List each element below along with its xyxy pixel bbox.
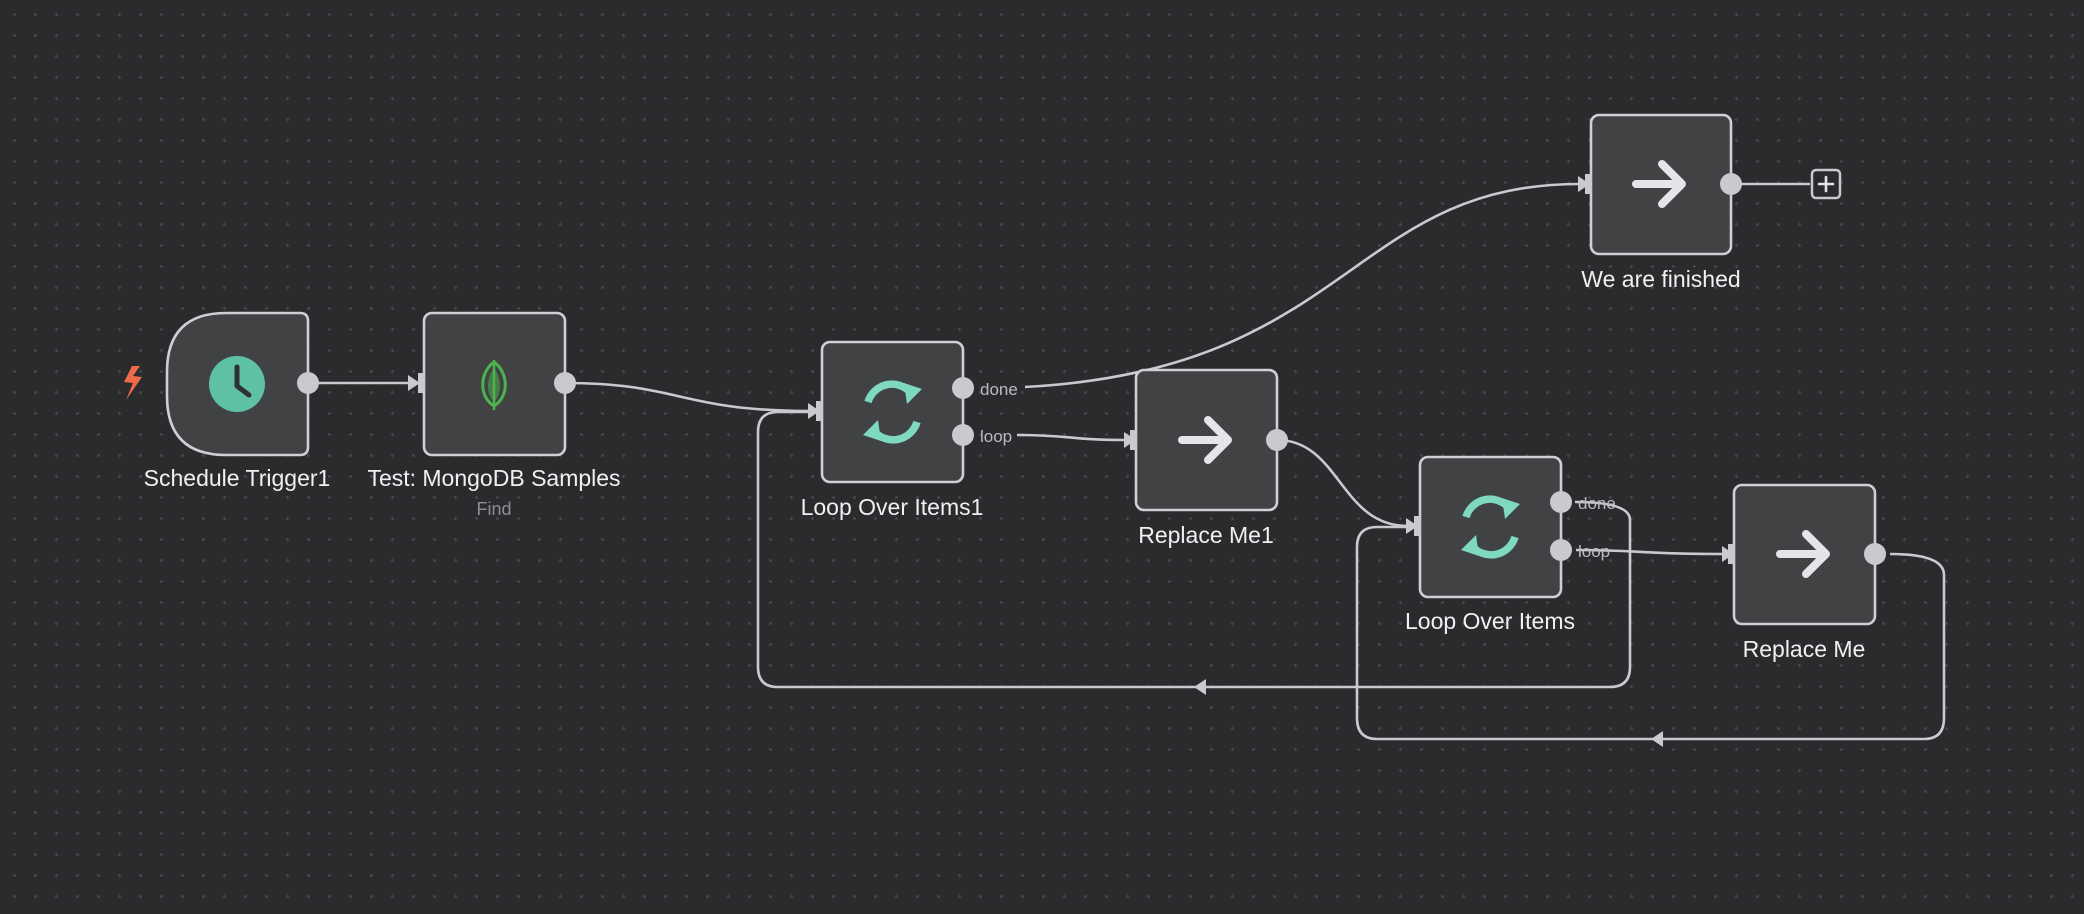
output-handle[interactable] (1720, 173, 1742, 195)
plus-icon (1817, 175, 1835, 193)
node-loop-over-items1[interactable]: done loop Loop Over Items1 (801, 340, 1018, 520)
port-label-done: done (980, 380, 1018, 399)
refresh-loop-icon (863, 380, 922, 444)
node-label: Loop Over Items1 (801, 494, 984, 520)
output-handle-done[interactable] (952, 377, 974, 399)
edge-mongodb-to-loop1[interactable] (564, 381, 811, 413)
input-handle[interactable] (1728, 544, 1735, 564)
node-we-are-finished[interactable]: We are finished (1581, 113, 1742, 292)
port-label-loop: loop (1578, 542, 1610, 561)
edge-arrowhead (408, 375, 420, 391)
output-handle-loop[interactable] (1550, 539, 1572, 561)
node-label: Loop Over Items (1405, 608, 1575, 634)
output-handle-loop[interactable] (952, 424, 974, 446)
output-handle[interactable] (297, 372, 319, 394)
output-handle-done[interactable] (1550, 491, 1572, 513)
node-schedule-trigger[interactable]: Schedule Trigger1 (144, 311, 331, 491)
output-handle[interactable] (1266, 429, 1288, 451)
node-replace-me1[interactable]: Replace Me1 (1130, 368, 1288, 548)
input-handle[interactable] (1130, 430, 1137, 450)
trigger-marker-shape (124, 366, 142, 400)
output-handle[interactable] (554, 372, 576, 394)
node-box[interactable] (1418, 455, 1563, 599)
input-handle[interactable] (816, 401, 823, 421)
node-loop-over-items[interactable]: done loop Loop Over Items (1405, 455, 1616, 634)
node-box[interactable] (820, 340, 965, 484)
node-label: Test: MongoDB Samples (367, 465, 620, 491)
edge-arrowhead (1406, 518, 1418, 534)
output-handle[interactable] (1864, 543, 1886, 565)
node-label: Replace Me1 (1138, 522, 1274, 548)
node-label: Schedule Trigger1 (144, 465, 331, 491)
connections (308, 176, 1946, 747)
clock-icon (209, 356, 265, 412)
arrow-right-icon (1632, 160, 1686, 208)
arrow-right-icon (1178, 416, 1232, 464)
input-handle[interactable] (1414, 516, 1421, 536)
arrow-right-icon (1776, 530, 1830, 578)
edge-loop1-loop-to-replaceme1[interactable] (1016, 433, 1127, 442)
port-label-loop: loop (980, 427, 1012, 446)
mongodb-leaf-icon (481, 360, 507, 410)
lightning-bolt-icon (124, 366, 142, 400)
node-mongodb[interactable]: Test: MongoDB Samples Find (367, 311, 621, 519)
node-label: Replace Me (1743, 636, 1866, 662)
node-label: We are finished (1581, 266, 1740, 292)
input-handle[interactable] (1585, 174, 1592, 194)
edge-replaceme1-to-loop[interactable] (1276, 438, 1409, 528)
edge-arrowhead (1578, 176, 1590, 192)
node-replace-me[interactable]: Replace Me (1728, 483, 1886, 662)
port-label-done: done (1578, 494, 1616, 513)
add-node-button[interactable] (1810, 168, 1842, 200)
edge-loop-loop-to-replaceme[interactable] (1575, 548, 1725, 556)
edge-loop1-done-to-finished[interactable] (1024, 182, 1581, 389)
edge-replaceme-back-to-loop[interactable] (1355, 525, 1946, 741)
edge-return-arrow (1651, 731, 1663, 747)
node-subtitle: Find (476, 499, 511, 519)
edge-return-arrow (1194, 679, 1206, 695)
input-handle[interactable] (418, 373, 425, 393)
refresh-loop-icon (1461, 495, 1520, 559)
edge-arrowhead (808, 403, 820, 419)
